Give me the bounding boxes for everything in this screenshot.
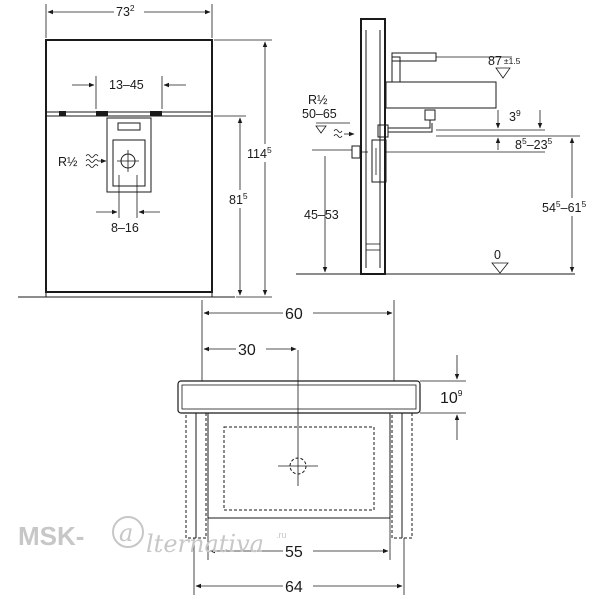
watermark-at-icon (112, 516, 144, 548)
front-top-spacing-label: 13–45 (109, 78, 144, 92)
watermark: MSK- a lternativa .ru (18, 516, 287, 558)
watermark-at: a (119, 519, 133, 547)
top-view: 60 30 109 55 64 (177, 300, 466, 596)
top-bowl-outline (223, 426, 375, 511)
side-frame-outline (360, 18, 386, 275)
water-wave-icon (85, 154, 99, 158)
top-frame-body (207, 412, 391, 519)
top-depth-label: 109 (440, 388, 463, 407)
mounting-plate (106, 117, 152, 193)
top-center-label: 30 (238, 342, 256, 359)
front-total-height-label: 1145 (247, 145, 272, 161)
watermark-word: lternativa (146, 530, 264, 558)
side-range-a-label: 85–235 (515, 136, 553, 152)
top-basin-slab (177, 380, 421, 414)
front-bottom-spacing-label: 8–16 (111, 221, 139, 235)
side-water-wave-icon (333, 129, 343, 133)
side-basin (385, 81, 497, 109)
front-panel-height-label: 815 (229, 191, 248, 207)
side-zero-label: 0 (494, 248, 501, 262)
side-floor-offset-label: 45–53 (304, 208, 339, 222)
side-connection-label: R½ (308, 93, 328, 107)
front-connection-label: R½ (58, 155, 78, 169)
side-connection-height-label: 50–65 (302, 107, 337, 121)
side-gap-label: 39 (509, 108, 521, 124)
top-frame-width-label: 64 (285, 579, 303, 596)
side-tap-height-label: 87±1.5 (488, 54, 521, 68)
top-inner-width-label: 55 (285, 544, 303, 561)
side-connection-stub (351, 145, 361, 159)
watermark-suffix: .ru (276, 530, 287, 540)
side-view: 45–53 R½ 50–65 87±1.5 39 85–235 545–615 … (296, 18, 600, 275)
side-siphon (388, 120, 431, 129)
front-view: R½ 732 13–45 8–16 815 1145 (18, 3, 280, 298)
side-range-b-label: 545–615 (542, 199, 587, 215)
side-tap (391, 56, 401, 83)
top-outer-width-label: 60 (285, 306, 303, 323)
watermark-prefix: MSK- (18, 521, 84, 551)
front-width-label: 732 (116, 3, 135, 19)
